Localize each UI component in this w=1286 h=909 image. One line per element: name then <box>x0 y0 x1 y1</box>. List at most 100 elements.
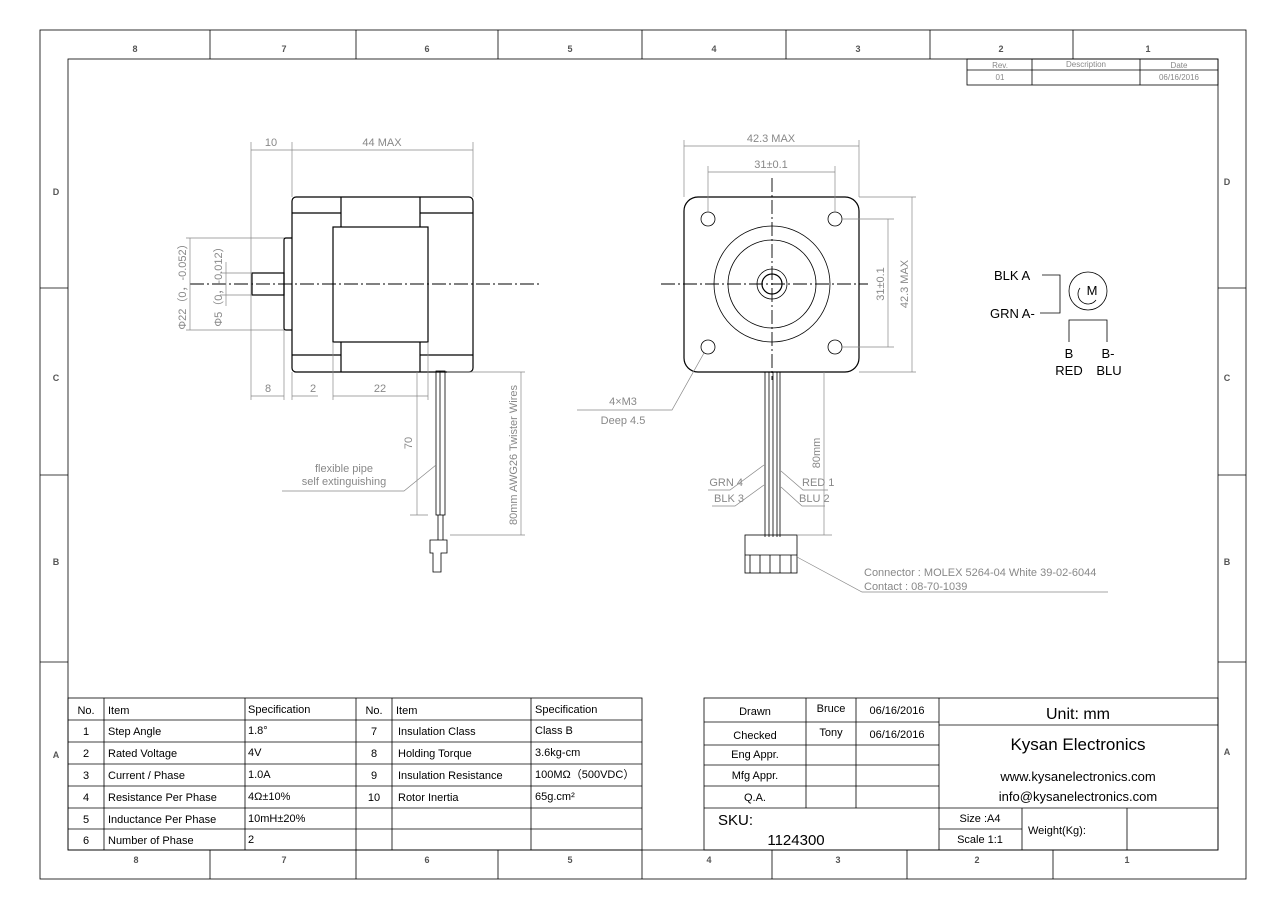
spec-number: 1 <box>83 726 89 738</box>
dim-shaft-length: 10 <box>265 137 277 149</box>
dim-80mm: 80mm <box>811 438 823 469</box>
label-b: B <box>1065 346 1074 361</box>
spec-number: 10 <box>368 792 380 804</box>
sheet-size: Size :A4 <box>960 813 1001 825</box>
zone-col: 6 <box>424 44 429 54</box>
outer-border <box>39 29 1247 880</box>
label-red: RED <box>1055 363 1082 378</box>
spec-value: 4V <box>248 747 262 759</box>
zone-col: 8 <box>133 855 138 865</box>
wire-red-label: RED 1 <box>802 477 834 489</box>
motor-body <box>291 196 474 373</box>
date-header: Date <box>1171 61 1188 70</box>
label-blu: BLU <box>1096 363 1121 378</box>
motor-face <box>683 196 860 373</box>
zone-labels: 8 7 6 5 4 3 2 1 8 7 6 5 4 3 2 1 D C B A … <box>53 44 1231 865</box>
approval-date: 06/16/2016 <box>869 729 924 741</box>
rev-value: 01 <box>996 73 1005 82</box>
spec-value: 100MΩ（500VDC） <box>535 768 634 781</box>
zone-col: 3 <box>855 44 860 54</box>
zone-col: 4 <box>711 44 716 54</box>
wire-spec-label: 80mm AWG26 Twister Wires <box>508 385 520 525</box>
mount-hole <box>827 211 843 227</box>
spec-item: Rotor Inertia <box>398 792 459 804</box>
dim-hole-spacing: 31±0.1 <box>754 159 788 171</box>
spec-item: Current / Phase <box>108 770 185 782</box>
hole-note: 4×M3 <box>609 396 637 408</box>
wire-grn-label: GRN 4 <box>709 477 743 489</box>
zone-col: 5 <box>567 44 572 54</box>
dim-70: 70 <box>403 437 415 449</box>
sku-value: 1124300 <box>767 832 824 849</box>
header-item: Item <box>108 705 129 717</box>
zone-row: B <box>1224 557 1231 567</box>
spec-table: No. Item Specification No. Item Specific… <box>67 697 643 851</box>
zone-col: 6 <box>424 855 429 865</box>
dim-phi5: Φ5（0，-0.012） <box>212 241 225 326</box>
zone-ticks <box>40 30 1246 879</box>
front-view: 42.3 MAX 31±0.1 31±0.1 42.3 MAX 4×M3 Dee… <box>577 133 1108 593</box>
spec-value: 1.0A <box>248 769 271 781</box>
spec-item: Insulation Resistance <box>398 770 503 782</box>
approval-role: Drawn <box>739 706 771 718</box>
dim-22: 22 <box>374 383 386 395</box>
hole-depth-note: Deep 4.5 <box>601 415 646 427</box>
approval-role: Eng Appr. <box>731 749 779 761</box>
dim-height: 42.3 MAX <box>899 259 911 308</box>
header-spec: Specification <box>248 704 310 716</box>
sku-label: SKU: <box>718 812 753 829</box>
spec-number: 9 <box>371 770 377 782</box>
spec-value: 10mH±20% <box>248 813 306 825</box>
spec-item: Insulation Class <box>398 726 476 738</box>
zone-col: 1 <box>1145 44 1150 54</box>
spec-value: Class B <box>535 725 573 737</box>
zone-row: D <box>1224 177 1231 187</box>
wire-bundle <box>429 370 448 573</box>
spec-item: Resistance Per Phase <box>108 792 217 804</box>
spec-item: Inductance Per Phase <box>108 814 216 826</box>
zone-col: 1 <box>1124 855 1129 865</box>
mount-hole <box>700 339 716 355</box>
spec-value: 3.6kg-cm <box>535 747 580 759</box>
spec-value: 1.8° <box>248 725 268 737</box>
label-b-minus: B- <box>1102 346 1115 361</box>
zone-row: C <box>1224 373 1231 383</box>
wire-blk-label: BLK 3 <box>714 493 744 505</box>
side-view: 10 44 MAX 8 2 22 Φ22（0，-0.052） Φ5（0，-0.0… <box>176 137 540 573</box>
connector-note: Connector : MOLEX 5264-04 White 39-02-60… <box>864 567 1096 579</box>
approval-role: Checked <box>733 730 776 742</box>
company-email[interactable]: info@kysanelectronics.com <box>999 789 1157 804</box>
label-blk-a: BLK A <box>994 268 1030 283</box>
spec-value: 65g.cm² <box>535 791 575 803</box>
header-spec: Specification <box>535 704 597 716</box>
mount-hole <box>700 211 716 227</box>
wire-blu-label: BLU 2 <box>799 493 830 505</box>
spec-item: Holding Torque <box>398 748 472 760</box>
approval-date: 06/16/2016 <box>869 705 924 717</box>
label-grn-a: GRN A- <box>990 306 1035 321</box>
zone-col: 2 <box>998 44 1003 54</box>
zone-col: 4 <box>706 855 711 865</box>
zone-row: D <box>53 187 60 197</box>
revision-table: Rev. Description Date 01 06/16/2016 <box>966 58 1219 86</box>
dim-hole-spacing-vertical: 31±0.1 <box>875 267 887 301</box>
drawing-scale: Scale 1:1 <box>957 834 1003 846</box>
wiring-schematic: BLK A GRN A- M B B- RED BLU <box>990 268 1122 378</box>
zone-col: 7 <box>281 855 286 865</box>
weight-label: Weight(Kg): <box>1028 825 1086 837</box>
spec-value: 4Ω±10% <box>248 791 291 803</box>
dim-body-length: 44 MAX <box>362 137 402 149</box>
spec-item: Number of Phase <box>108 835 194 847</box>
header-no: No. <box>365 705 382 717</box>
spec-number: 5 <box>83 814 89 826</box>
company-website[interactable]: www.kysanelectronics.com <box>999 769 1155 784</box>
zone-row: A <box>1224 747 1231 757</box>
zone-col: 2 <box>974 855 979 865</box>
inner-border <box>67 58 1219 851</box>
stator <box>332 226 429 343</box>
spec-item: Rated Voltage <box>108 748 177 760</box>
spec-number: 3 <box>83 770 89 782</box>
spec-number: 6 <box>83 835 89 847</box>
zone-col: 8 <box>132 44 137 54</box>
